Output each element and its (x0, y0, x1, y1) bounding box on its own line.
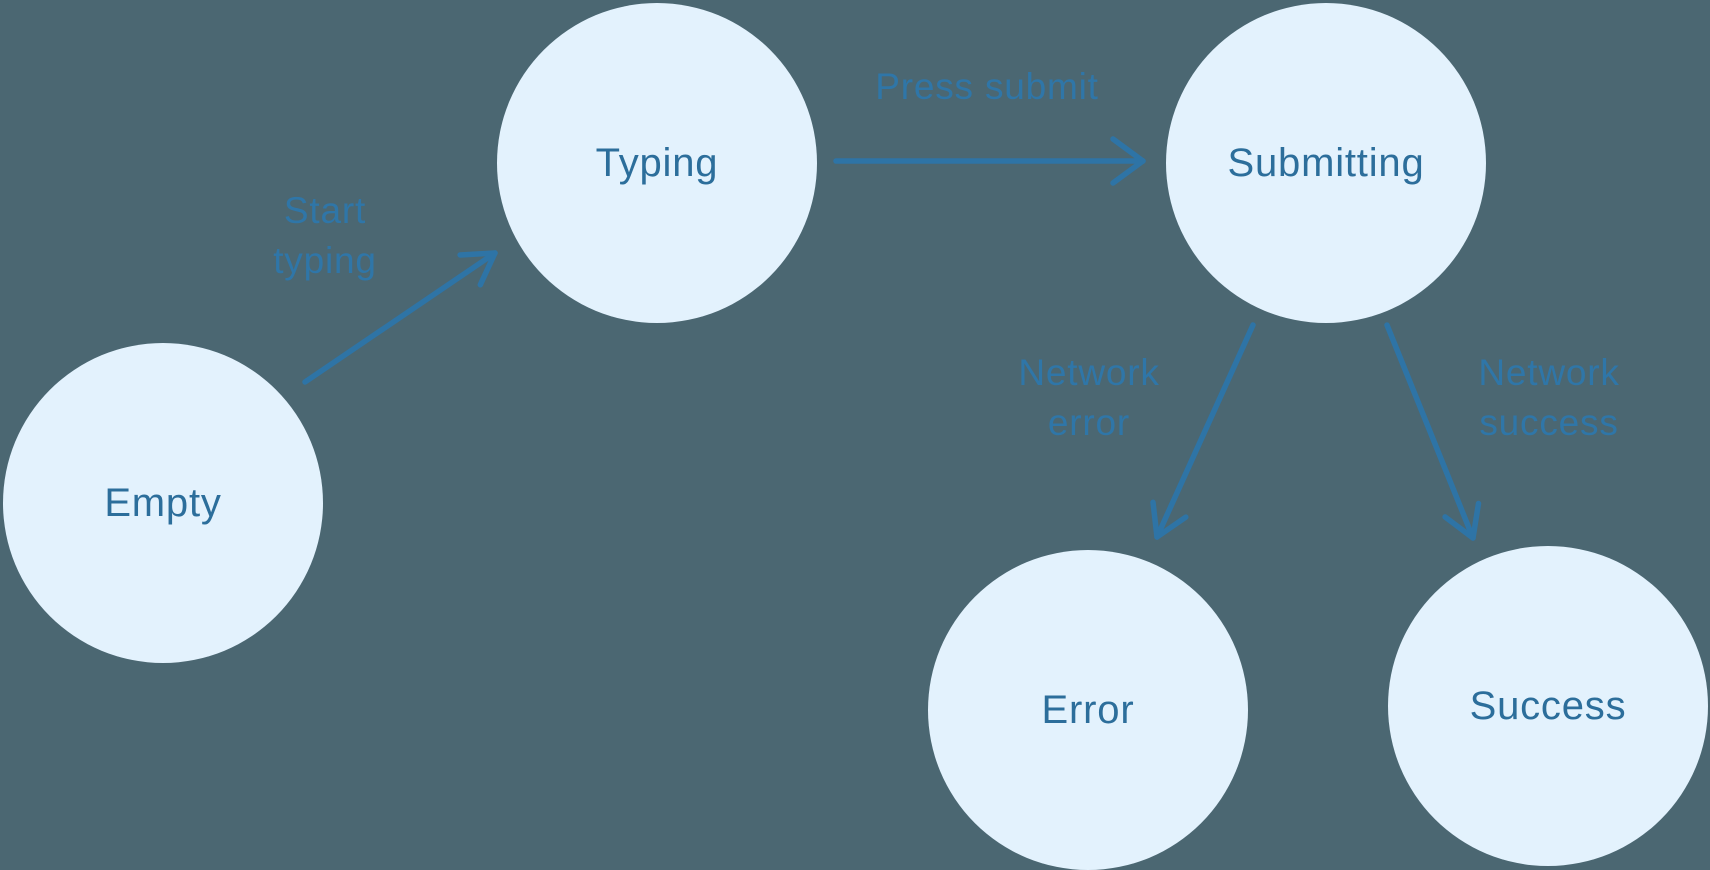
arrow-empty-to-typing (302, 250, 498, 385)
arrow-head-icon (457, 250, 498, 288)
state-label-empty: Empty (104, 480, 222, 525)
state-node-submitting: Submitting (1166, 3, 1486, 323)
state-label-error: Error (1041, 687, 1135, 732)
state-label-typing: Typing (595, 140, 719, 185)
arrow-shaft (302, 250, 498, 385)
state-node-error: Error (928, 550, 1248, 870)
state-label-success: Success (1469, 683, 1627, 728)
arrow-head-icon (1442, 500, 1482, 541)
arrow-shaft (1384, 322, 1476, 541)
arrow-submitting-to-success (1384, 322, 1482, 541)
arrow-submitting-to-error (1150, 322, 1256, 540)
state-node-typing: Typing (497, 3, 817, 323)
arrow-typing-to-submitting (833, 136, 1146, 186)
state-label-submitting: Submitting (1227, 140, 1425, 185)
state-node-empty: Empty (3, 343, 323, 663)
arrow-head-icon (1150, 499, 1189, 540)
arrow-shaft (1154, 322, 1256, 540)
state-node-success: Success (1388, 546, 1708, 866)
arrow-head-icon (1110, 136, 1146, 186)
